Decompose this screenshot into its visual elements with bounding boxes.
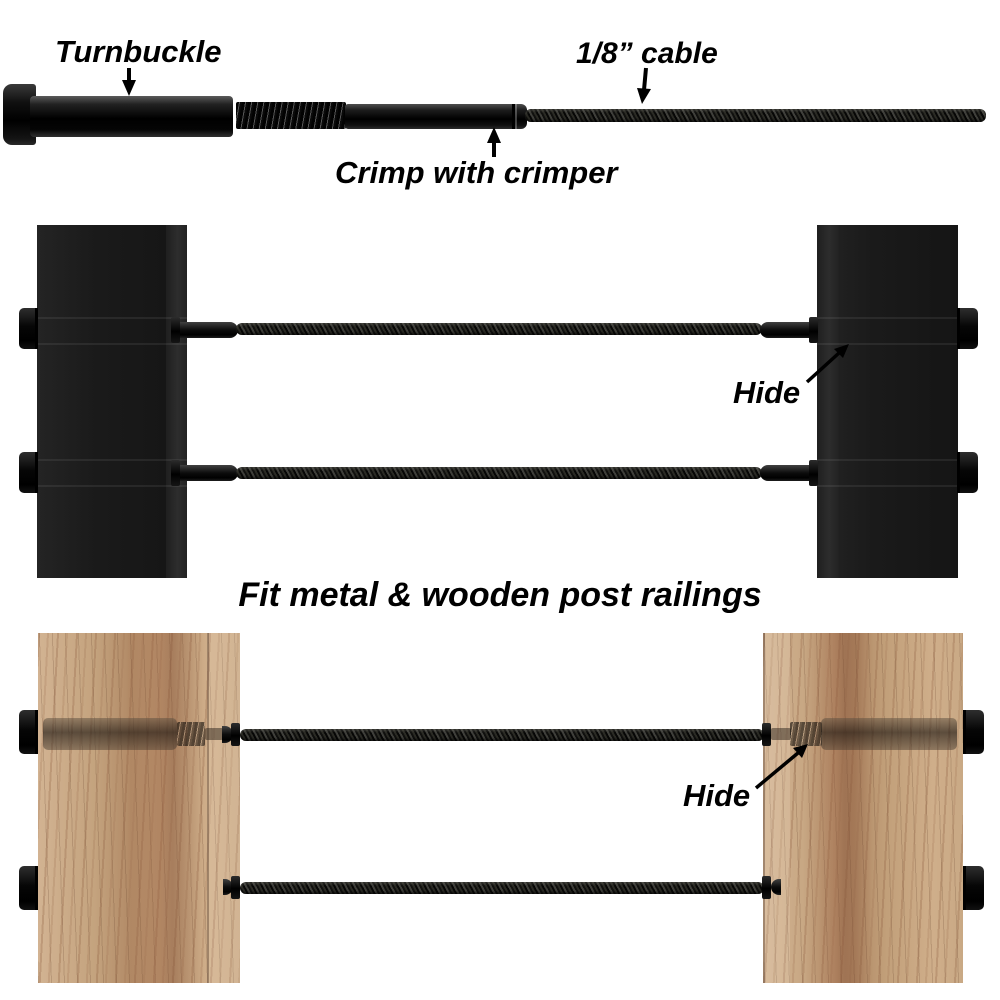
cable-fitting-flange [231, 876, 240, 899]
cable-fitting-flange [171, 460, 180, 486]
end-cap [963, 866, 984, 910]
ghost-turnbuckle-threads [790, 722, 822, 746]
post-groove [817, 317, 958, 319]
wood-grain-streak [126, 633, 204, 983]
wood-cable-row-1 [240, 729, 764, 741]
end-cap [19, 710, 38, 754]
cable-fitting-stud [760, 465, 811, 481]
cable-fitting-stud [771, 879, 781, 895]
section-heading: Fit metal & wooden post railings [238, 576, 762, 614]
turnbuckle-down-arrow-icon [122, 68, 136, 96]
post-groove [817, 459, 958, 461]
cable-fitting-flange [171, 317, 180, 343]
cable-fitting-flange [809, 460, 818, 486]
top-cable [525, 109, 986, 122]
wood-post-left [38, 633, 240, 983]
cable-fitting-stud [180, 465, 238, 481]
wood-post-left-side-face [207, 633, 240, 983]
cable-down-arrow-icon [637, 67, 651, 104]
turnbuckle-label: Turnbuckle [55, 34, 222, 69]
turnbuckle-threads [236, 102, 346, 129]
cable-fitting-flange [762, 723, 771, 746]
hide-label-wood: Hide [683, 778, 751, 813]
end-cap [19, 308, 38, 349]
post-groove [37, 343, 187, 345]
ghost-turnbuckle-threads [177, 722, 205, 746]
wood-cable-row-2 [240, 882, 764, 894]
wood-post-right-side-face [763, 633, 790, 983]
metal-post-left [37, 225, 187, 578]
ghost-turnbuckle-body [43, 718, 177, 750]
turnbuckle-body [30, 96, 233, 137]
end-cap [19, 452, 38, 493]
end-cap [963, 710, 984, 754]
crimp-sleeve [345, 104, 527, 129]
post-groove [37, 317, 187, 319]
cable-fitting-flange [231, 723, 240, 746]
crimp-up-arrow-icon [487, 127, 501, 157]
cable-fitting-stud [180, 322, 238, 338]
ghost-turnbuckle-body [821, 718, 957, 750]
post-groove [37, 485, 187, 487]
hide-label-metal: Hide [733, 375, 801, 410]
post-groove [817, 343, 958, 345]
crimp-label: Crimp with crimper [335, 155, 618, 190]
ghost-cable-rod [205, 728, 223, 740]
cable-fitting-stud [760, 322, 811, 338]
cable-fitting-stud [223, 879, 233, 895]
wood-grain-streak [803, 633, 873, 983]
metal-post-right-side-face [817, 225, 839, 578]
wood-post-right [763, 633, 963, 983]
post-groove [37, 459, 187, 461]
metal-post-right [817, 225, 958, 578]
end-cap [957, 308, 978, 349]
post-groove [817, 485, 958, 487]
end-cap [19, 866, 38, 910]
end-cap [957, 452, 978, 493]
metal-post-left-side-face [166, 225, 187, 578]
cable-fitting-stud [222, 726, 233, 743]
cable-size-label: 1/8” cable [576, 37, 718, 70]
metal-cable-row-2 [236, 467, 762, 479]
metal-cable-row-1 [236, 323, 762, 335]
cable-fitting-flange [762, 876, 771, 899]
cable-fitting-flange [809, 317, 818, 343]
crimp-sleeve-notch [512, 104, 515, 129]
ghost-cable-rod [771, 728, 791, 740]
